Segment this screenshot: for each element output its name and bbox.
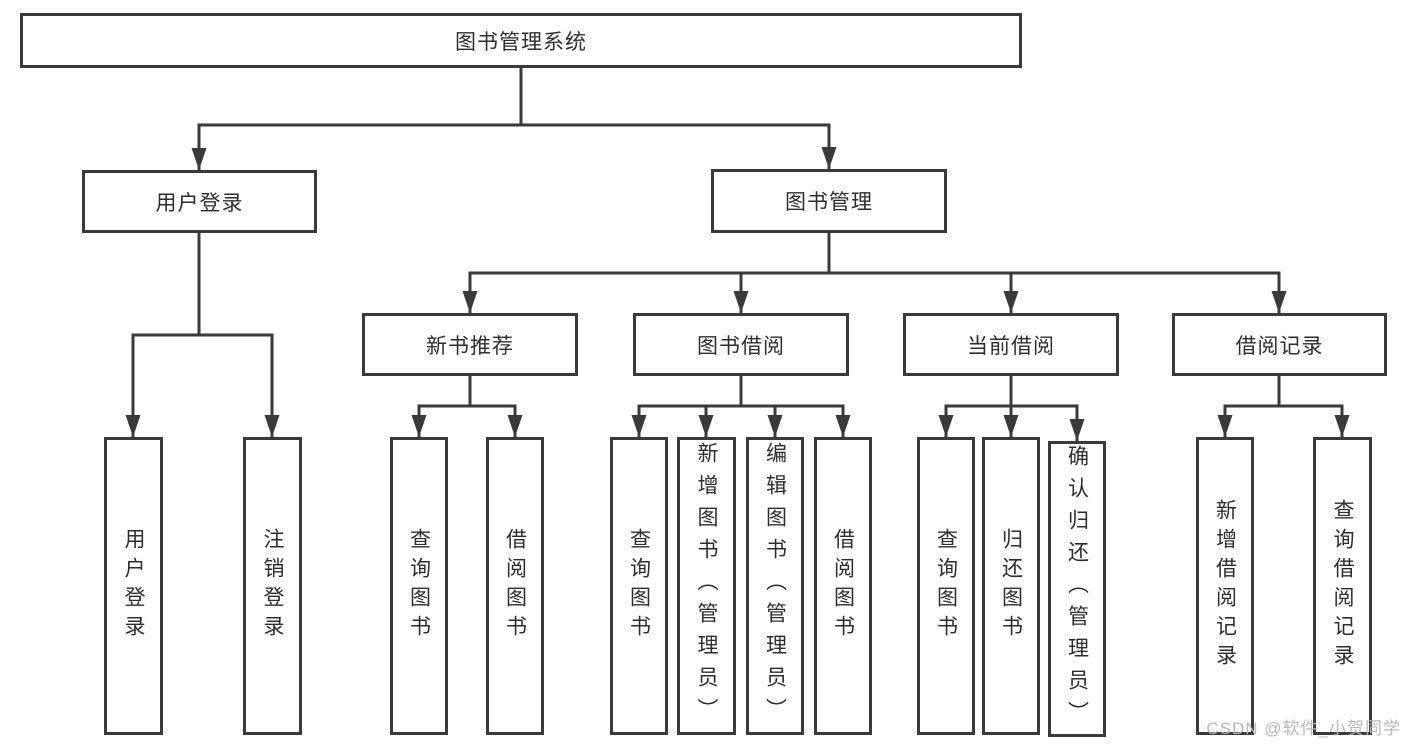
- leaf-borrow-books: 借阅图书: [486, 437, 544, 735]
- leaf-logout: 注销登录: [243, 437, 302, 735]
- leaf-confirm-return-admin: 确认归还（管理员）: [1048, 441, 1106, 737]
- connector-book-borrow: [631, 374, 851, 439]
- node-label: 查询图书: [407, 528, 431, 644]
- node-label: 新书推荐: [426, 334, 514, 358]
- node-label: 查询图书: [627, 528, 651, 644]
- node-label: 新增图书（管理员）: [695, 442, 718, 730]
- leaf-query-books: 查询图书: [917, 437, 975, 735]
- node-label: 用户登录: [155, 191, 244, 215]
- node-borrow-records: 借阅记录: [1172, 313, 1387, 376]
- node-label: 图书管理系统: [455, 30, 587, 54]
- leaf-query-books: 查询图书: [610, 437, 668, 735]
- connector-new-book-recommend: [411, 374, 523, 439]
- connector-root: [191, 66, 837, 172]
- connector-book-management: [462, 231, 1287, 315]
- node-library-management-system: 图书管理系统: [20, 13, 1022, 68]
- node-label: 编辑图书（管理员）: [763, 442, 787, 730]
- node-label: 借阅图书: [503, 528, 527, 644]
- leaf-query-borrow-record: 查询借阅记录: [1313, 437, 1372, 735]
- leaf-borrow-books: 借阅图书: [814, 437, 872, 735]
- node-user-login: 用户登录: [82, 170, 317, 233]
- connector-borrow-records: [1217, 374, 1350, 439]
- node-label: 归还图书: [999, 528, 1023, 644]
- node-label: 确认归还（管理员）: [1065, 445, 1089, 733]
- node-current-borrow: 当前借阅: [903, 313, 1119, 376]
- node-label: 当前借阅: [967, 334, 1055, 358]
- leaf-add-book-admin: 新增图书（管理员）: [677, 437, 736, 735]
- node-label: 查询借阅记录: [1331, 499, 1354, 673]
- node-label: 借阅记录: [1235, 334, 1324, 358]
- node-label: 查询图书: [934, 528, 958, 644]
- node-label: 注销登录: [261, 528, 284, 644]
- leaf-return-books: 归还图书: [982, 437, 1040, 735]
- leaf-query-books: 查询图书: [390, 437, 448, 735]
- node-book-borrow: 图书借阅: [633, 313, 849, 376]
- node-label: 图书借阅: [697, 334, 785, 358]
- node-label: 新增借阅记录: [1213, 499, 1237, 673]
- leaf-add-borrow-record: 新增借阅记录: [1196, 437, 1254, 735]
- node-label: 图书管理: [785, 191, 873, 214]
- node-new-book-recommend: 新书推荐: [362, 313, 578, 376]
- csdn-watermark: CSDN @软件_小贺同学: [1206, 719, 1401, 738]
- connector-current-borrow: [938, 374, 1085, 443]
- node-book-management: 图书管理: [711, 169, 947, 233]
- node-label: 借阅图书: [831, 528, 855, 644]
- connector-user-login: [125, 231, 280, 439]
- node-label: 用户登录: [122, 528, 145, 644]
- leaf-edit-book-admin: 编辑图书（管理员）: [746, 437, 804, 735]
- leaf-user-login: 用户登录: [104, 437, 163, 735]
